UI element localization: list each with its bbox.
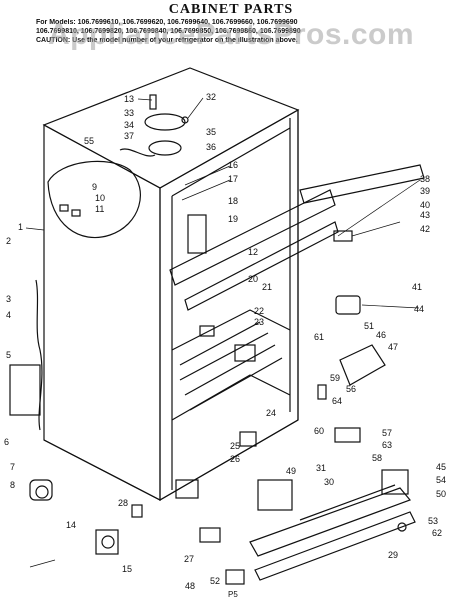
callout-19: 19: [228, 214, 238, 224]
callout-8: 8: [10, 480, 15, 490]
callout-20: 20: [248, 274, 258, 284]
part-31: [257, 479, 293, 511]
callout-6: 6: [4, 437, 9, 447]
inset-detail: [47, 160, 141, 239]
kickplate-29: [249, 487, 412, 557]
callout-62: 62: [432, 528, 442, 538]
callout-37: 37: [124, 131, 134, 141]
model-list-line-2: 106.7699810, 106.7699820, 106.7699840, 1…: [36, 28, 301, 35]
callout-22: 22: [254, 306, 264, 316]
part-44: [335, 295, 361, 315]
callout-45: 45: [436, 462, 446, 472]
callout-31: 31: [316, 463, 326, 473]
part-46: [339, 344, 386, 386]
callout-36: 36: [206, 142, 216, 152]
callout-9: 9: [92, 182, 97, 192]
callout-21: 21: [262, 282, 272, 292]
callout-39: 39: [420, 186, 430, 196]
callout-18: 18: [228, 196, 238, 206]
light-shield: [144, 113, 186, 131]
cabinet-left-side: [43, 123, 161, 501]
callout-35: 35: [206, 127, 216, 137]
callout-2: 2: [6, 236, 11, 246]
wiring-cover: [9, 364, 41, 416]
callout-24: 24: [266, 408, 276, 418]
callout-7: 7: [10, 462, 15, 472]
callout-51: 51: [364, 321, 374, 331]
callout-41: 41: [412, 282, 422, 292]
part-28: [131, 504, 143, 518]
caution-note: CAUTION: Use the model number of your re…: [36, 37, 298, 44]
callout-26: 26: [230, 454, 240, 464]
callout-38: 38: [420, 174, 430, 184]
callout-48: 48: [185, 581, 195, 591]
cabinet-drawing: [9, 67, 425, 585]
callout-53: 53: [428, 516, 438, 526]
callout-63: 63: [382, 440, 392, 450]
callout-4: 4: [6, 310, 11, 320]
callout-42: 42: [420, 224, 430, 234]
callout-47: 47: [388, 342, 398, 352]
callout-58: 58: [372, 453, 382, 463]
caster-8: [29, 479, 53, 501]
part-45: [381, 469, 409, 495]
watermark: AppliancePartsPros.com: [47, 18, 415, 51]
callout-32: 32: [206, 92, 216, 102]
callout-56: 56: [346, 384, 356, 394]
callout-1: 1: [18, 222, 23, 232]
callout-28: 28: [118, 498, 128, 508]
callout-49: 49: [286, 466, 296, 476]
part-14: [95, 529, 119, 555]
callout-13: 13: [124, 94, 134, 104]
callout-25: 25: [230, 441, 240, 451]
callout-15: 15: [122, 564, 132, 574]
callout-43: 43: [420, 210, 430, 220]
part-52: [225, 569, 245, 585]
callout-3: 3: [6, 294, 11, 304]
control-panel: [187, 214, 207, 254]
callout-57: 57: [382, 428, 392, 438]
callout-12: 12: [248, 247, 258, 257]
page-number: P5: [228, 590, 238, 599]
callout-11: 11: [95, 204, 104, 214]
callout-50: 50: [436, 489, 446, 499]
callout-30: 30: [324, 477, 334, 487]
callout-5: 5: [6, 350, 11, 360]
callout-numbers: 1234567891011121314151617181920212223242…: [4, 92, 446, 591]
callout-14: 14: [66, 520, 76, 530]
part-27: [199, 527, 221, 543]
callout-55: 55: [84, 136, 94, 146]
callout-44: 44: [414, 304, 424, 314]
model-list-line-1: For Models: 106.7699610, 106.7699620, 10…: [36, 19, 298, 26]
leader-lines: [25, 97, 421, 568]
cabinet-top: [42, 67, 300, 189]
callout-10: 10: [95, 193, 105, 203]
callout-34: 34: [124, 120, 134, 130]
callout-60: 60: [314, 426, 324, 436]
callout-59: 59: [330, 373, 340, 383]
callout-64: 64: [332, 396, 342, 406]
callout-27: 27: [184, 554, 194, 564]
callout-54: 54: [436, 475, 446, 485]
callout-29: 29: [388, 550, 398, 560]
callout-17: 17: [228, 174, 238, 184]
callout-52: 52: [210, 576, 220, 586]
diagram-title: CABINET PARTS: [168, 2, 294, 17]
callout-46: 46: [376, 330, 386, 340]
callout-33: 33: [124, 108, 134, 118]
callout-40: 40: [420, 200, 430, 210]
callout-23: 23: [254, 317, 264, 327]
callout-61: 61: [314, 332, 324, 342]
callout-16: 16: [228, 160, 238, 170]
